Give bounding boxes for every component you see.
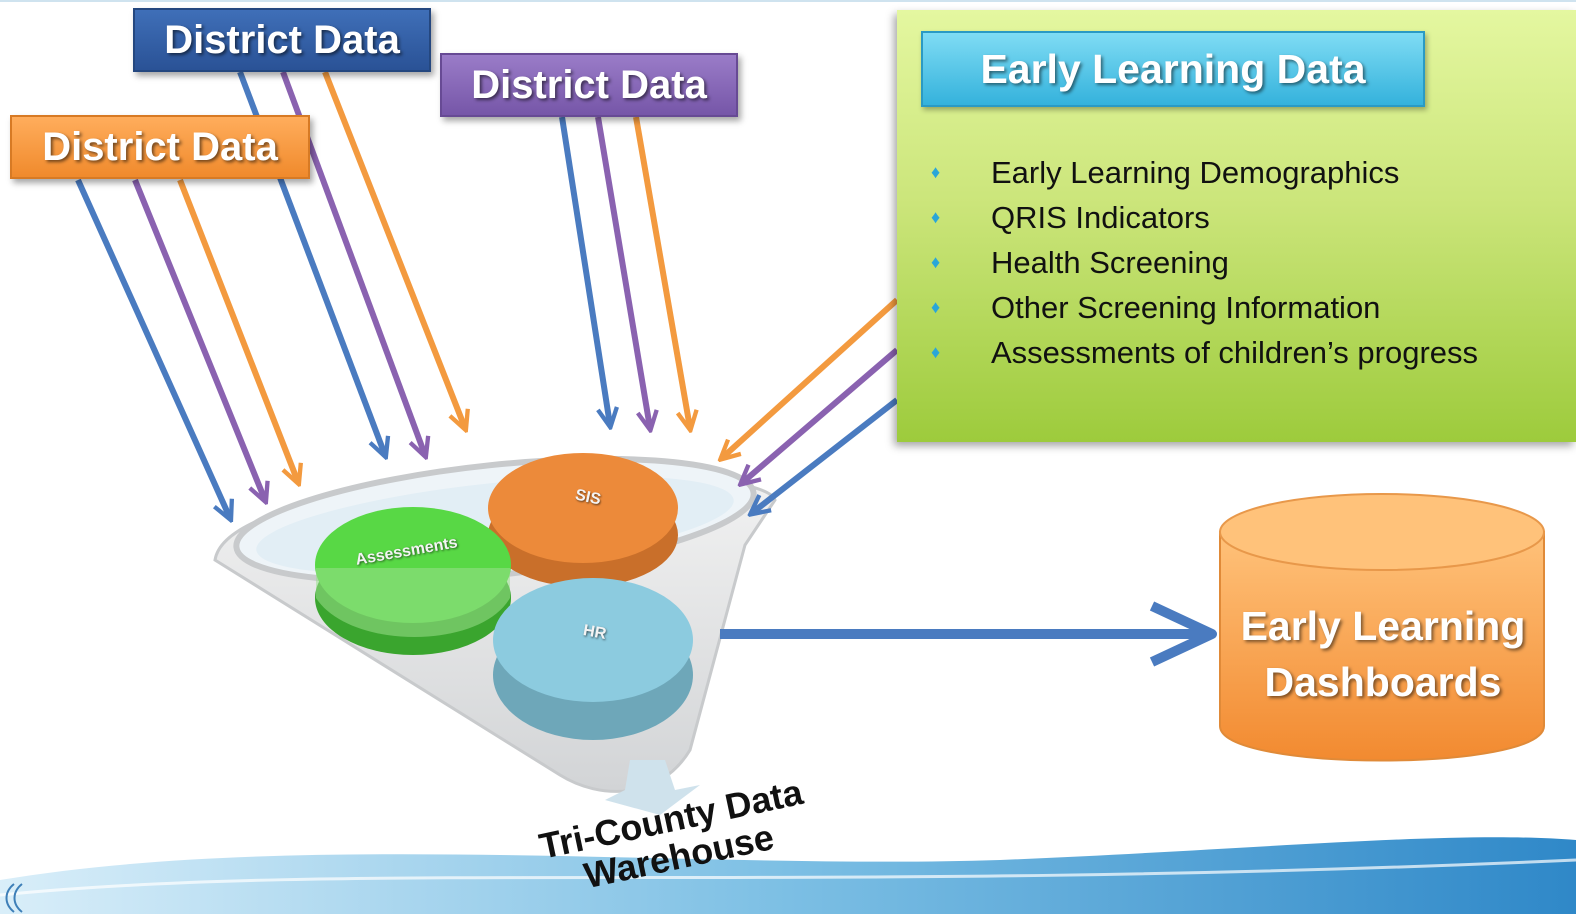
list-item-text: Early Learning Demographics [991,154,1400,190]
arrow-orange-4 [722,297,900,458]
bottom-wave [0,837,1576,914]
arrow-blue-2 [559,116,610,425]
disc-hr [493,578,693,740]
list-item: ♦ Other Screening Information [931,285,1478,330]
corner-swirl-icon [5,883,23,913]
diamond-bullet-icon: ♦ [931,297,941,317]
diamond-bullet-icon: ♦ [931,162,941,182]
dashboards-label: Early Learning Dashboards [1222,598,1544,710]
list-item-text: Other Screening Information [991,289,1381,325]
arrow-orange-3 [177,178,298,482]
list-item: ♦ Assessments of children’s progress [931,330,1478,375]
disc-assessments [315,507,511,655]
arrow-blue-3 [75,178,230,518]
arrow-purple-2 [595,116,650,428]
early-learning-title: Early Learning Data [921,31,1425,107]
arrow-orange-1 [322,70,465,428]
early-learning-list: ♦ Early Learning Demographics ♦ QRIS Indic… [931,150,1478,375]
early-learning-panel: Early Learning Data ♦ Early Learning Demo… [897,10,1576,442]
list-item-text: Health Screening [991,244,1229,280]
district-data-label-blue: District Data [133,8,431,72]
arrow-orange-2 [633,116,690,428]
hr-disc-label: HR [581,622,608,643]
arrow-purple-3 [132,178,265,500]
diamond-bullet-icon: ♦ [931,207,941,227]
dashboards-line-2: Dashboards [1264,659,1502,705]
bottom-wave-highlight [0,858,1576,897]
list-item: ♦ QRIS Indicators [931,195,1478,240]
diamond-bullet-icon: ♦ [931,252,941,272]
district-data-label-orange: District Data [10,115,310,179]
diamond-bullet-icon: ♦ [931,342,941,362]
district-data-label-purple: District Data [440,53,738,117]
arrow-purple-4 [742,347,899,483]
list-item-text: QRIS Indicators [991,199,1210,235]
dashboards-cylinder [1219,493,1545,762]
list-item: ♦ Early Learning Demographics [931,150,1478,195]
list-item: ♦ Health Screening [931,240,1478,285]
dashboards-line-1: Early Learning [1240,603,1526,649]
arrow-to-dashboards-head [1149,601,1217,667]
list-item-text: Assessments of children’s progress [991,334,1479,370]
arrow-blue-4 [752,397,899,513]
outlet-arrow [605,760,700,815]
disc-sis [488,453,678,587]
